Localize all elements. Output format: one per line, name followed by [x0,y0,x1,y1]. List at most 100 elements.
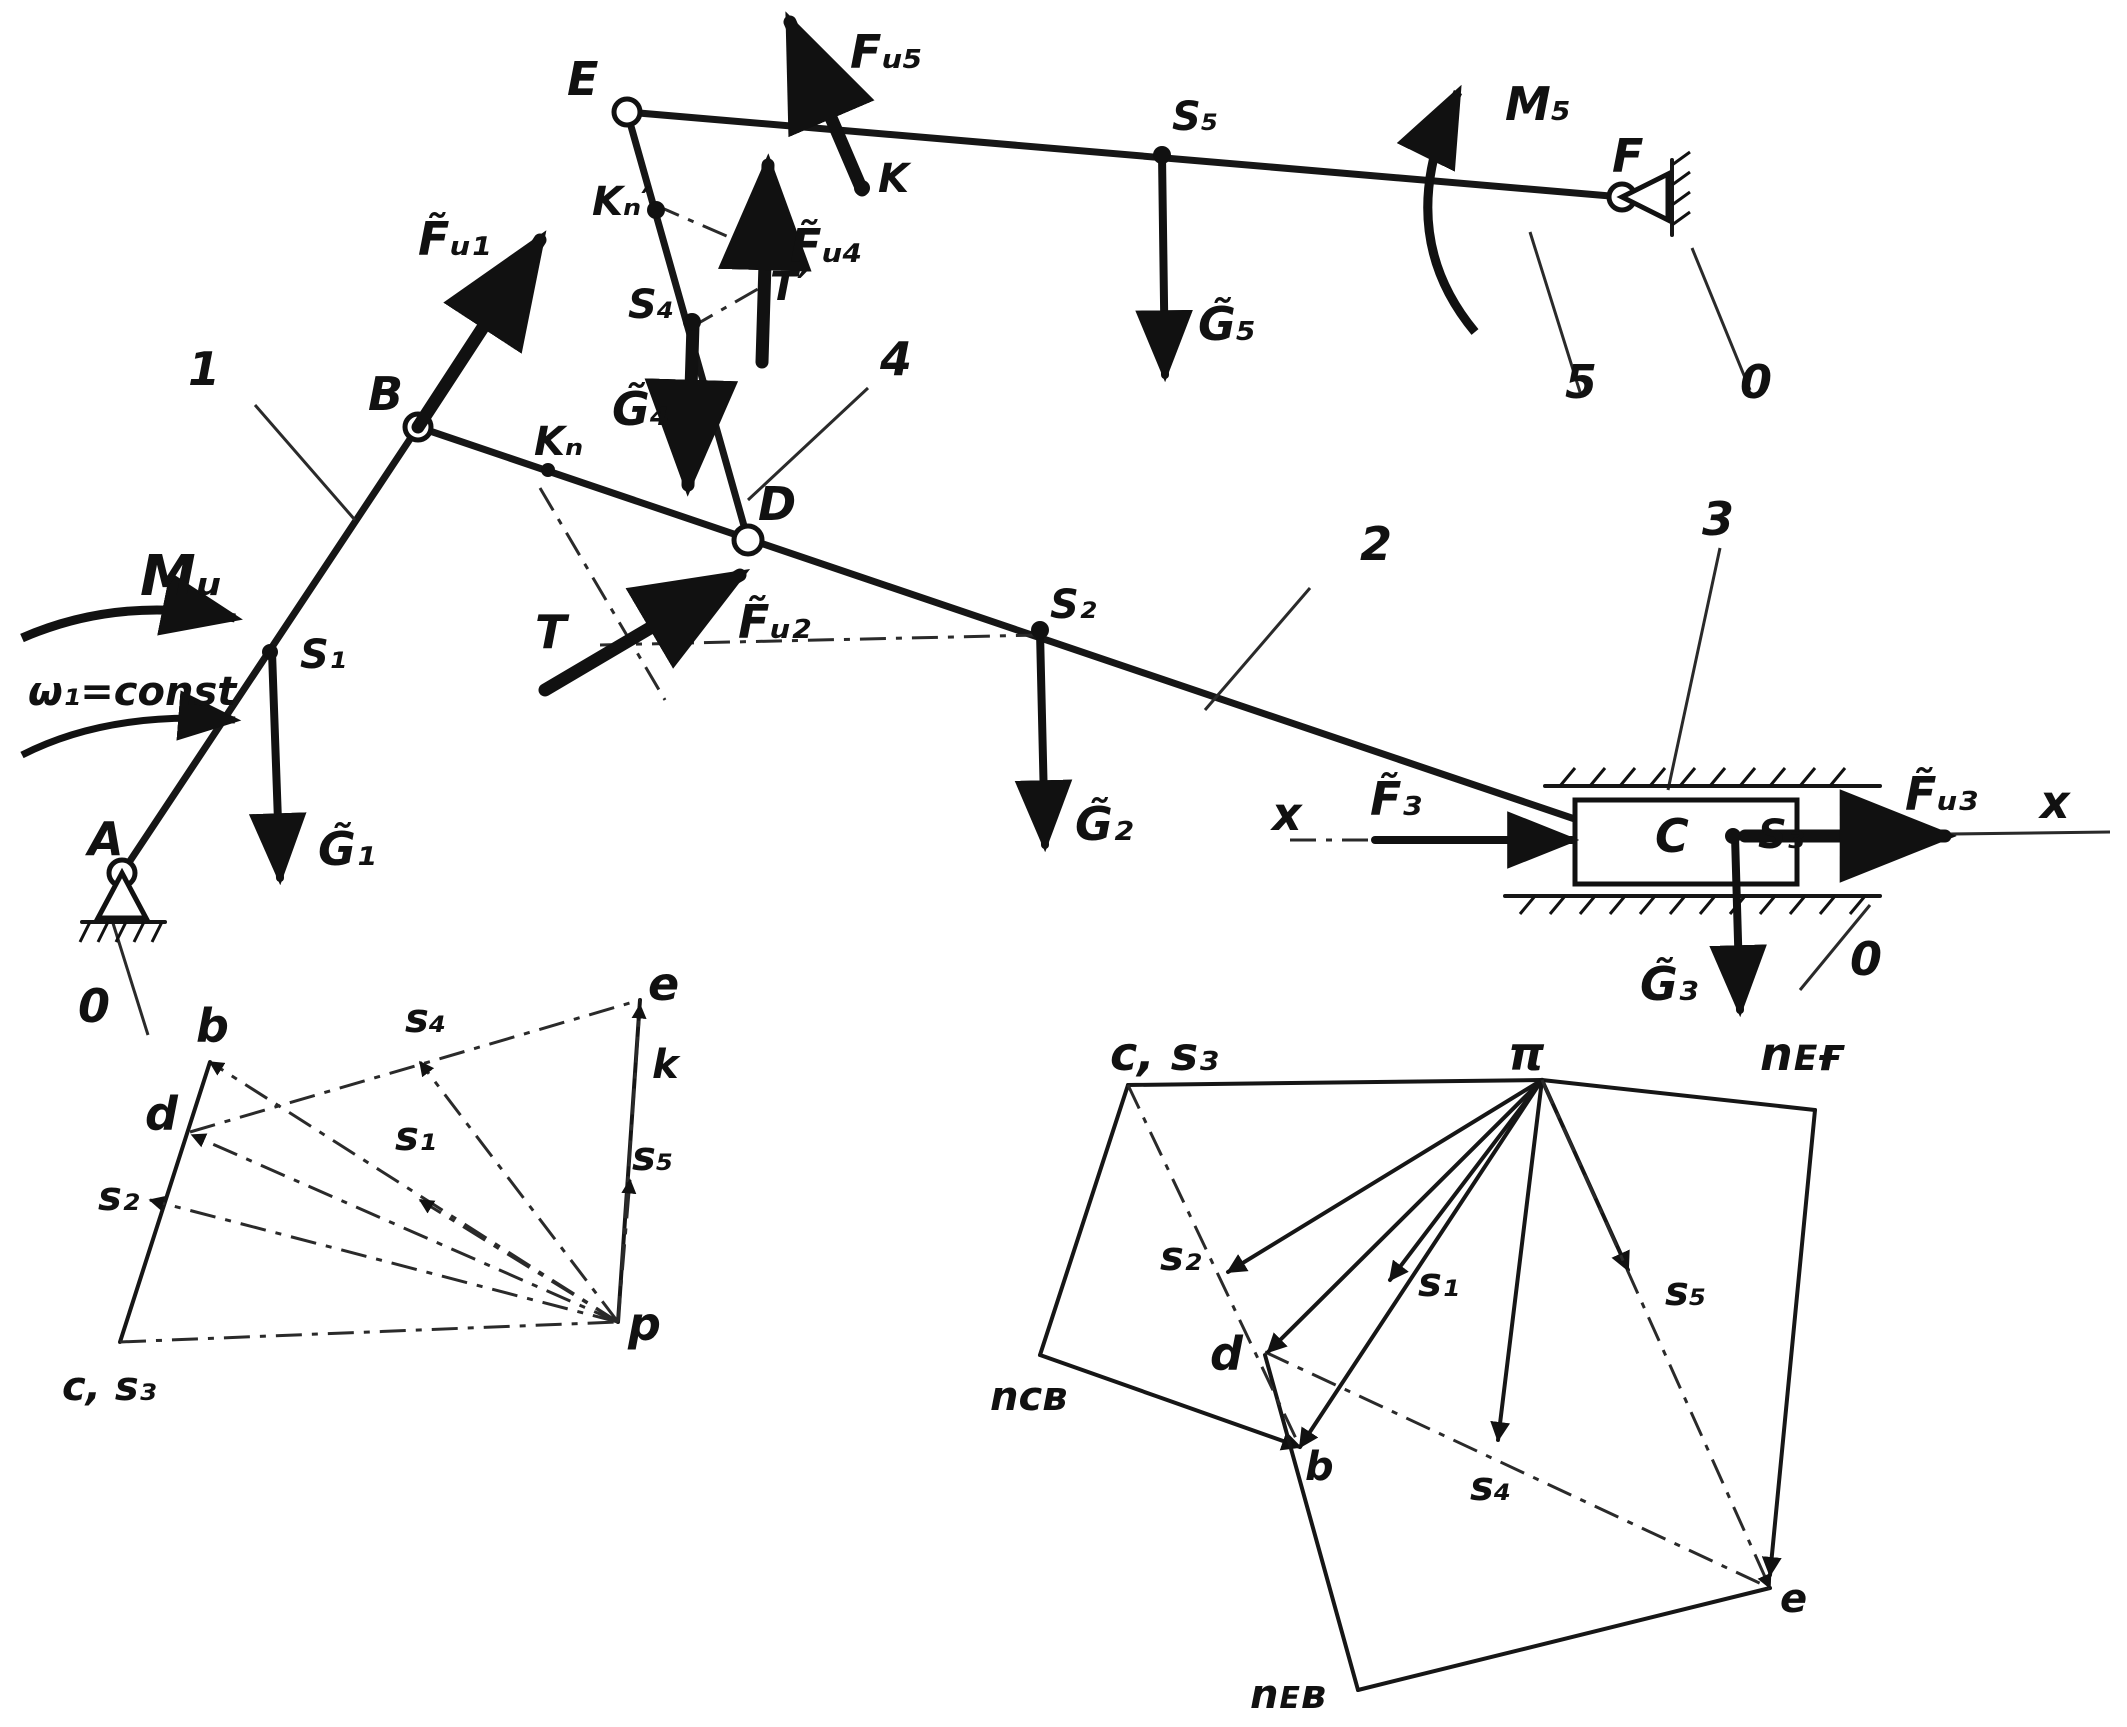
joint-E [611,96,643,128]
ground-support-F [1616,150,1691,237]
label-F3: F̃₃ [1370,772,1422,826]
ap-nEF-e [1761,1108,1817,1577]
label-S1: S₁ [300,632,346,678]
label-G1: G̃₁ [318,822,376,876]
label-G2: G̃₂ [1075,797,1133,851]
label-frame-F: 0 [1740,355,1772,409]
label-axis-x-left: x [1270,787,1303,841]
ap-pi-s2 [1226,1078,1544,1274]
vp-label-pole: p [627,1297,661,1351]
label-Kn-prime: Kₙ′ [592,179,652,225]
link-5-EF [623,108,1626,201]
ap-label-d: d [1210,1327,1244,1381]
label-S4: S₄ [628,282,674,328]
point-S4 [683,313,701,331]
vp-p-s1 [418,1198,619,1324]
vp-b-c [118,1060,212,1344]
leader-link-2 [1203,587,1312,711]
vp-p-s5 [616,1178,637,1323]
label-link-2: 2 [1360,517,1392,571]
force-G4 [644,318,739,497]
ap-label-s2: s₂ [1160,1234,1202,1280]
label-M5: M₅ [1505,77,1571,131]
label-link-4: 4 [879,332,912,386]
label-link-1: 1 [188,342,220,396]
label-G3: G̃₃ [1640,957,1698,1011]
label-Fu4: F̃ᵤ₄ [790,219,863,273]
normal-Kn [538,487,667,701]
normal-Kn-prime [654,203,806,272]
ap-pi-e [1540,1079,1772,1590]
label-S2: S₂ [1050,582,1097,628]
vp-p-s4 [418,1060,620,1323]
label-Fu2: F̃ᵤ₂ [738,595,811,649]
ap-label-nEB: nᴇв [1250,1672,1326,1718]
ap-label-nCB: nᴄв [990,1374,1068,1420]
velocity-plan: b d e k s₄ s₁ s₅ s₂ c, s₃ p [62,957,681,1410]
force-Fu5 [783,11,875,197]
leader-link-4 [746,386,870,502]
label-S3: S₃ [1758,812,1805,858]
point-S1 [262,644,278,660]
ap-pi-nEF [1540,1078,1817,1112]
ap-label-s4: s₄ [1470,1464,1511,1510]
point-Kn-prime [647,201,665,219]
leader-link-1 [253,404,357,521]
force-Fu4 [718,153,812,369]
label-joint-B: B [368,367,403,421]
label-G5: G̃₅ [1198,297,1256,351]
label-Fu5: Fᵤ₅ [850,25,923,79]
mechanism [20,11,2111,1036]
force-G1 [248,648,307,886]
ap-d-e [1264,1350,1771,1590]
line-T-S2 [599,633,1041,647]
force-G2 [1014,628,1073,853]
vp-label-b: b [196,999,229,1053]
vp-label-d: d [145,1087,179,1141]
label-joint-C: C [1655,809,1689,863]
label-Fu3: F̃ᵤ₃ [1905,767,1978,821]
link-2-BC [414,423,1626,839]
ap-label-pole: π [1508,1027,1545,1081]
vp-label-e: e [648,957,679,1011]
moment-M5 [1396,84,1479,335]
vp-c-p [119,1320,619,1344]
ap-b-nEB [1263,1353,1360,1692]
vp-label-s4: s₄ [405,996,446,1042]
acceleration-plan: π c, s₃ nᴇғ s₂ s₁ s₅ d b s₄ nᴄв e nᴇв [990,1027,1845,1718]
ap-pi-s1 [1388,1078,1544,1282]
ap-label-nEF: nᴇғ [1760,1027,1845,1081]
label-Kn: Kₙ [534,419,583,465]
point-S3 [1725,828,1741,844]
ap-pi-s4 [1490,1078,1544,1442]
vp-label-k: k [652,1042,681,1088]
ap-c-pi [1126,1078,1544,1087]
line-S4-Tprime [689,280,771,330]
leader-link-5 [1528,231,1582,393]
ground-support-A [78,867,167,943]
point-K [854,180,870,196]
slider-3 [1503,767,1882,915]
moment-Mu [20,571,243,643]
point-S5 [1153,146,1171,164]
label-link-3: 3 [1702,492,1734,546]
omega-arc [20,690,242,759]
leader-link-3 [1666,547,1722,791]
leader-frame-F [1690,247,1752,391]
label-link-5: 5 [1565,355,1597,409]
label-joint-E: E [567,52,598,106]
ap-nCB-b [1038,1353,1302,1451]
ap-c-nCB [1038,1083,1130,1357]
leader-frame-slider [1798,904,1872,991]
label-omega: ω₁=const [28,669,238,715]
ap-label-s1: s₁ [1418,1260,1459,1306]
label-frame-A: 0 [78,979,110,1033]
vp-p-s2 [148,1196,619,1324]
label-G4: G̃₄ [612,382,670,436]
label-axis-x-right: x [2038,775,2071,829]
label-S5: S₅ [1172,94,1218,140]
label-K: K [878,156,912,202]
label-joint-A: A [85,812,124,866]
force-Fu2 [538,568,751,697]
mechanism-labels: E F B D A C 1 2 3 4 5 0 0 0 S₁ S₂ S₃ S₄ … [28,25,2071,1033]
